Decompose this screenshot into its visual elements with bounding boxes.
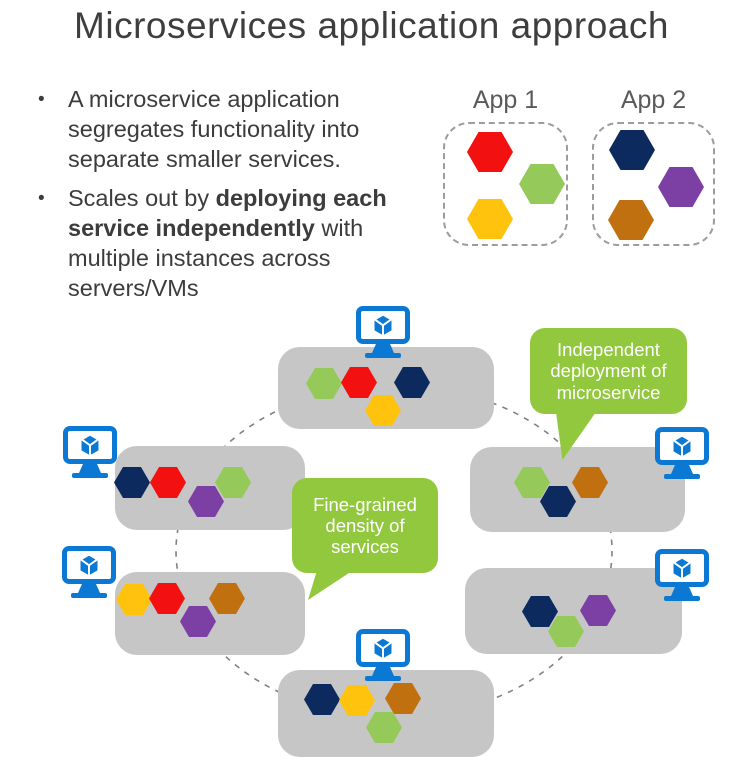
service-hexagon xyxy=(608,200,654,240)
service-hexagon xyxy=(366,712,402,743)
service-hexagon xyxy=(385,683,421,714)
app-2-label: App 2 xyxy=(620,86,687,114)
monitor-screen xyxy=(63,426,117,464)
monitor-screen xyxy=(356,306,410,344)
service-hexagon xyxy=(580,595,616,626)
monitor-screen xyxy=(655,427,709,465)
monitor-stand xyxy=(671,465,693,474)
monitor-stand xyxy=(78,584,100,593)
app-1-label: App 1 xyxy=(472,86,539,114)
monitor-stand xyxy=(365,353,401,358)
vm-monitor-icon xyxy=(655,427,709,479)
callout-text: Fine-grained density of services xyxy=(313,493,417,558)
monitor-stand xyxy=(365,676,401,681)
service-hexagon xyxy=(522,596,558,627)
monitor-screen xyxy=(62,546,116,584)
monitor-screen xyxy=(655,549,709,587)
callout-fine-grained-density: Fine-grained density of services xyxy=(292,478,438,600)
bullet-text: Scales out by deploying each service ind… xyxy=(68,183,420,303)
cube-icon xyxy=(80,555,98,575)
callout-text: Independent deployment of microservice xyxy=(550,339,667,403)
monitor-stand xyxy=(72,473,108,478)
monitor-stand xyxy=(664,596,700,601)
monitor-stand xyxy=(671,587,693,596)
cube-icon xyxy=(374,315,392,335)
monitor-stand xyxy=(71,593,107,598)
service-hexagon xyxy=(658,167,704,207)
bullet-list: • A microservice application segregates … xyxy=(38,84,442,313)
service-hexagon xyxy=(519,164,565,204)
slide-title: Microservices application approach xyxy=(74,5,669,46)
cube-icon xyxy=(374,638,392,658)
service-hexagon xyxy=(116,584,152,615)
monitor-stand xyxy=(79,464,101,473)
bullet-item: • Scales out by deploying each service i… xyxy=(38,183,442,303)
service-hexagon xyxy=(304,684,340,715)
bullet-text-pre: Scales out by xyxy=(68,185,216,212)
service-hexagon xyxy=(548,616,584,647)
vm-monitor-icon xyxy=(356,306,410,358)
bullet-text: A microservice application segregates fu… xyxy=(68,86,360,173)
monitor-screen xyxy=(356,629,410,667)
bullet-icon: • xyxy=(38,188,45,210)
bullet-icon: • xyxy=(38,89,45,110)
vm-monitor-icon xyxy=(62,546,116,598)
service-hexagon xyxy=(609,130,655,170)
bullet-text-bold: deploying each service independently xyxy=(68,185,387,242)
bullet-item: • A microservice application segregates … xyxy=(38,84,442,174)
cube-icon xyxy=(81,435,99,455)
callout-independent-deployment: Independent deployment of microservice xyxy=(530,328,687,460)
service-hexagon xyxy=(180,606,216,637)
cube-icon xyxy=(673,436,691,456)
vm-monitor-icon xyxy=(655,549,709,601)
monitor-stand xyxy=(372,344,394,353)
service-hexagon xyxy=(339,685,375,716)
bullet-text-post: with multiple instances across servers/V… xyxy=(68,215,364,302)
monitor-stand xyxy=(372,667,394,676)
vm-monitor-icon xyxy=(63,426,117,478)
vm-monitor-icon xyxy=(356,629,410,681)
service-hexagon xyxy=(209,583,245,614)
service-hexagon xyxy=(149,583,185,614)
cube-icon xyxy=(673,558,691,578)
monitor-stand xyxy=(664,474,700,479)
